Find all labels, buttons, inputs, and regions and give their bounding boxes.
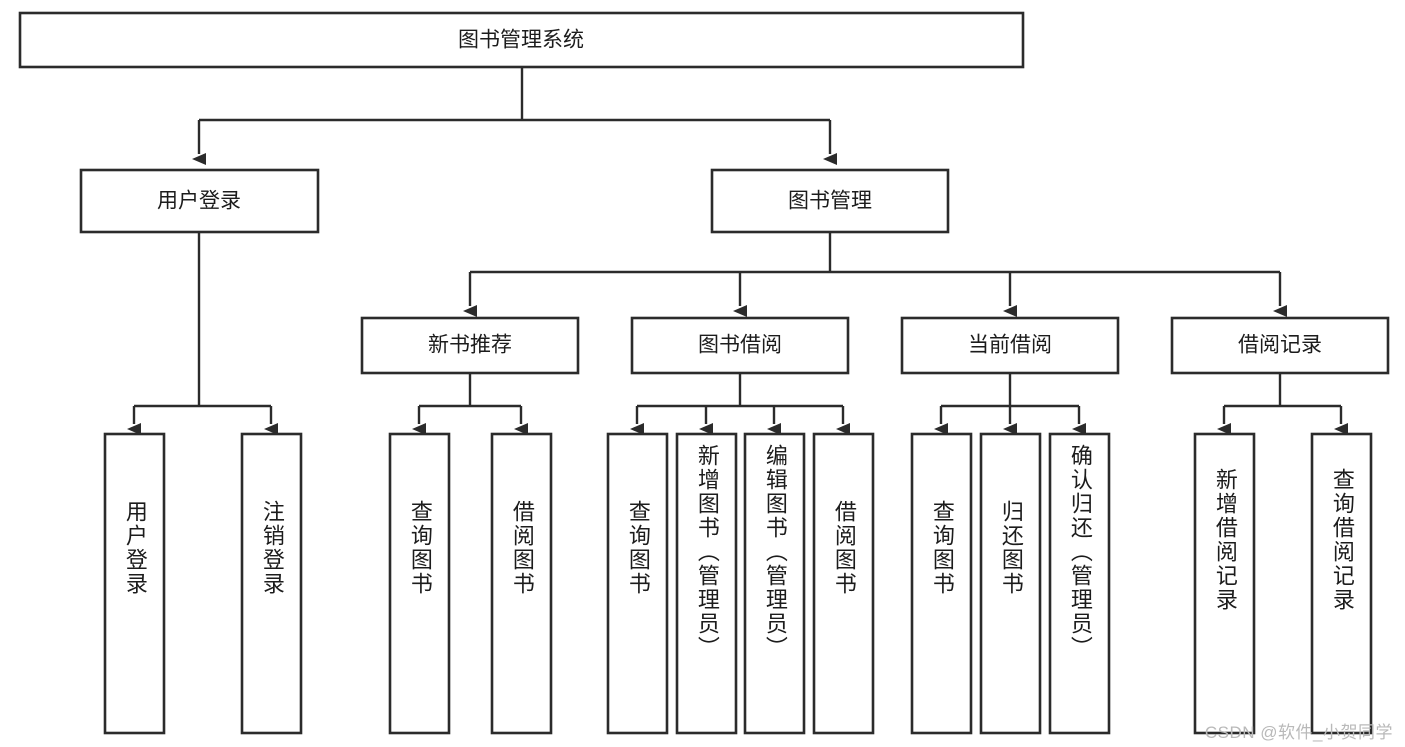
node-leaf-query-record-box[interactable] [1310,432,1373,735]
node-leaf-query-book-1-box[interactable] [388,432,451,735]
node-book-borrow[interactable]: 图书借阅 [630,316,850,375]
node-user-login[interactable]: 用户登录 [79,168,320,234]
node-book-manage-box[interactable] [710,168,950,234]
node-leaf-user-login-box[interactable] [103,432,166,735]
node-leaf-add-book-box[interactable] [675,432,738,735]
connector-layer [127,67,1348,435]
node-root-box[interactable] [18,11,1025,69]
node-leaf-edit-book-box[interactable] [743,432,806,735]
node-user-login-box[interactable] [79,168,320,234]
node-root[interactable]: 图书管理系统 [18,11,1025,69]
csdn-watermark: CSDN @软件_小贺同学 [1204,723,1393,742]
node-root-label: 图书管理系统 [458,29,584,52]
node-leaf-borrow-book-1-box[interactable] [490,432,553,735]
node-borrow-record-label: 借阅记录 [1238,334,1322,357]
node-new-book-recommend-box[interactable] [360,316,580,375]
node-leaf-logout-box[interactable] [240,432,303,735]
node-new-book-recommend[interactable]: 新书推荐 [360,316,580,375]
node-book-manage[interactable]: 图书管理 [710,168,950,234]
node-book-manage-label: 图书管理 [788,190,872,213]
node-leaf-confirm-return-box[interactable] [1048,432,1111,735]
node-current-borrow[interactable]: 当前借阅 [900,316,1120,375]
node-leaf-return-book-box[interactable] [979,432,1042,735]
node-new-book-recommend-label: 新书推荐 [428,334,512,357]
node-leaf-query-book-2-box[interactable] [606,432,669,735]
node-leaf-add-record-box[interactable] [1193,432,1256,735]
node-leaf-query-book-3-box[interactable] [910,432,973,735]
leaf-boxes-layer [103,432,1373,735]
node-borrow-record-box[interactable] [1170,316,1390,375]
node-leaf-borrow-book-2-box[interactable] [812,432,875,735]
node-current-borrow-box[interactable] [900,316,1120,375]
node-current-borrow-label: 当前借阅 [968,334,1052,357]
node-book-borrow-box[interactable] [630,316,850,375]
node-user-login-label: 用户登录 [157,190,241,213]
node-borrow-record[interactable]: 借阅记录 [1170,316,1390,375]
node-book-borrow-label: 图书借阅 [698,334,782,357]
